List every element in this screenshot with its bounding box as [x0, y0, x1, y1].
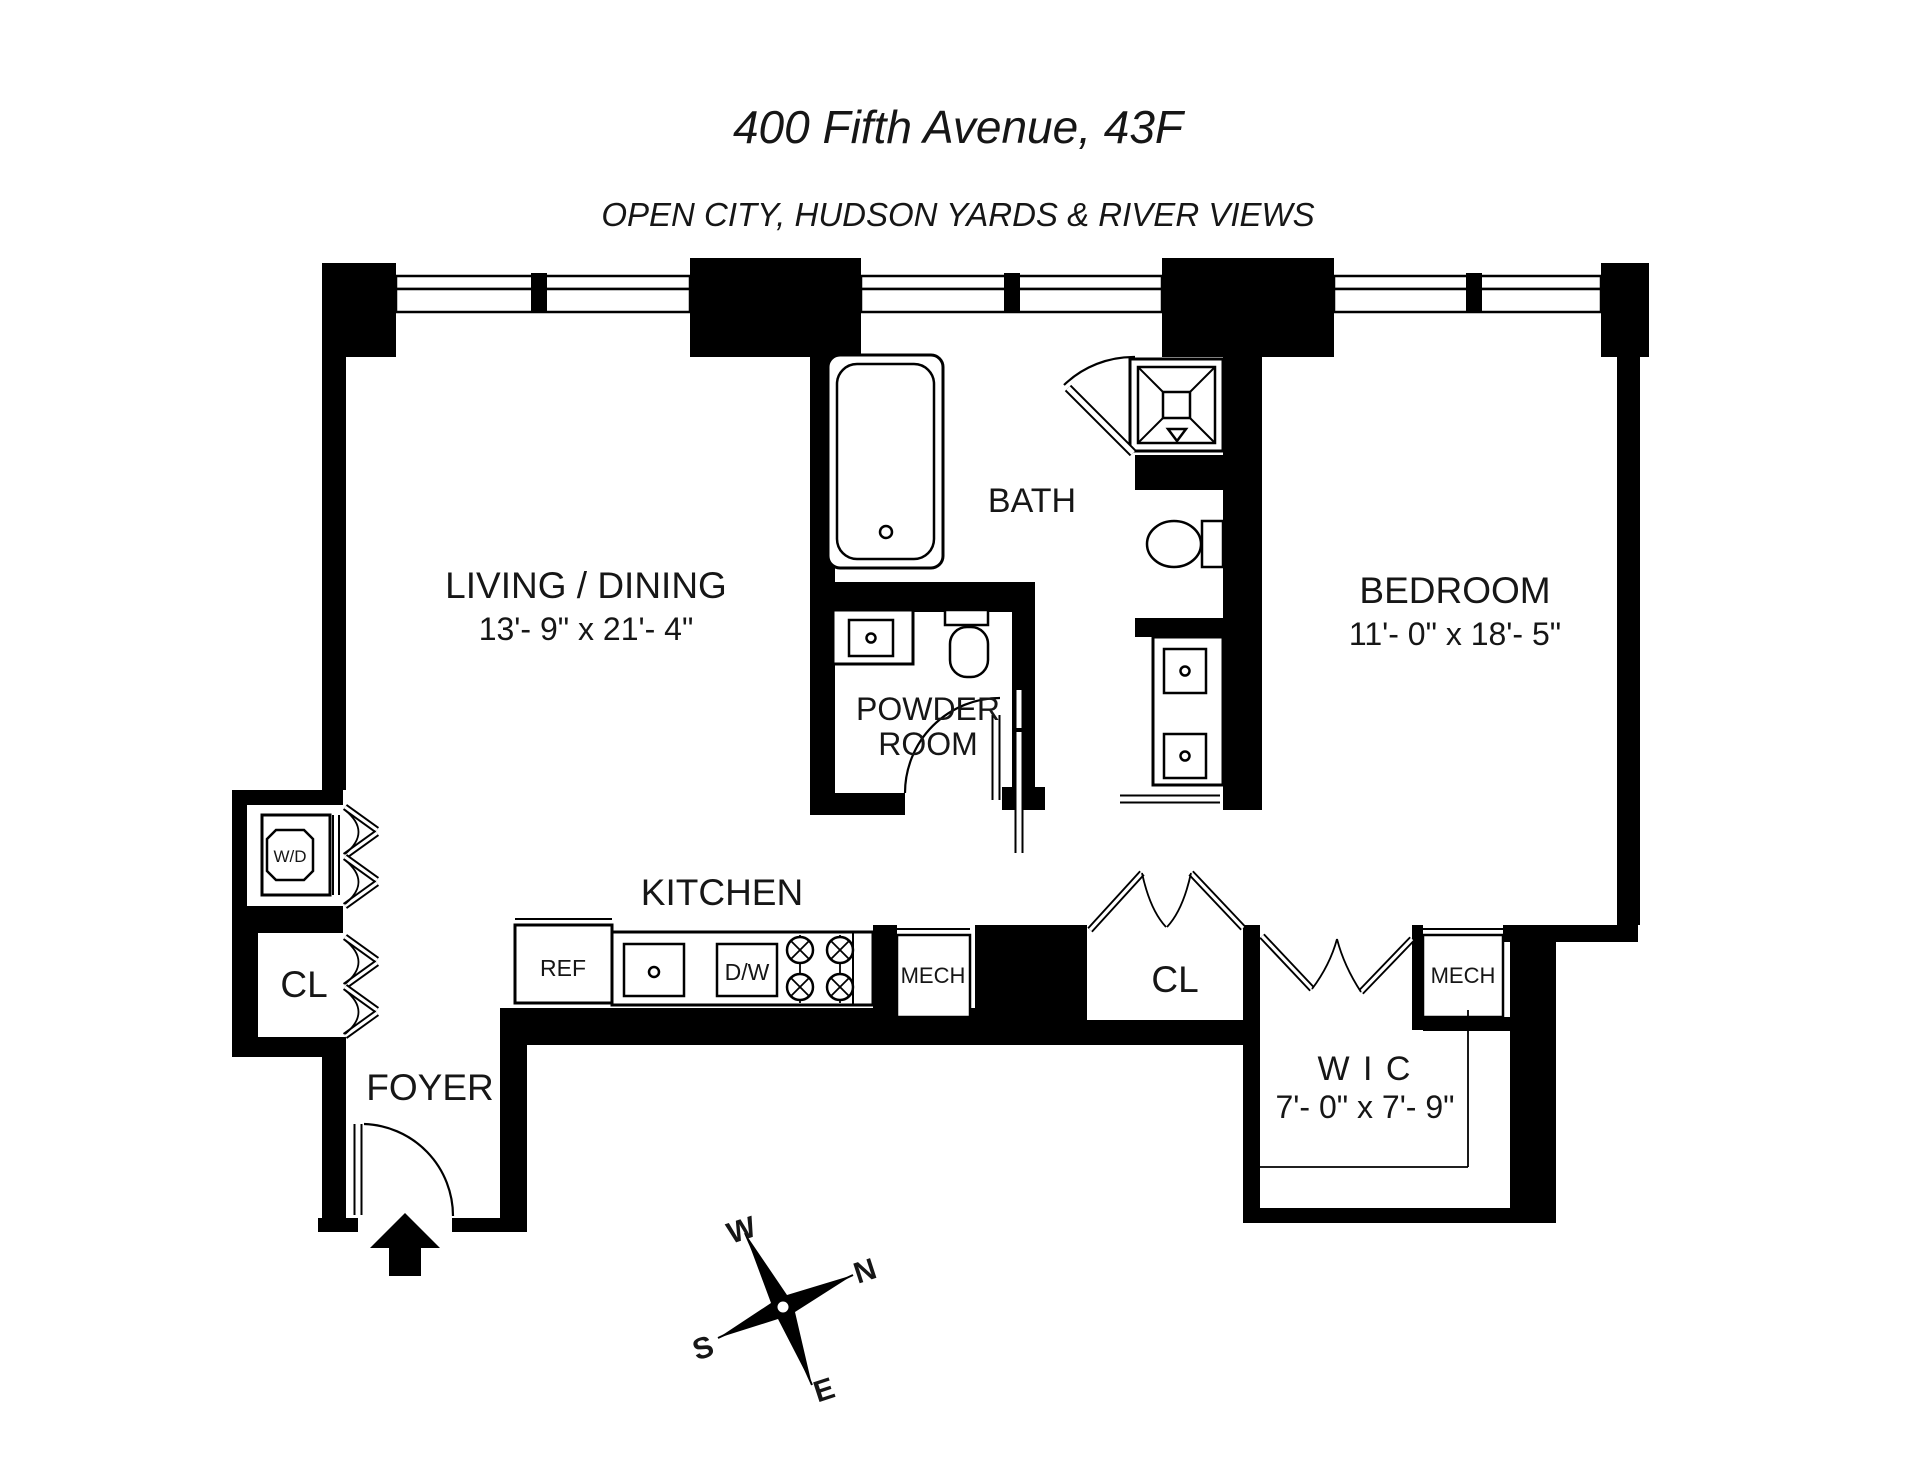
tub-drain	[878, 524, 894, 540]
dishwasher	[715, 942, 779, 998]
powder-toilet	[943, 608, 990, 679]
washer-dryer-unit	[260, 813, 340, 897]
kitchen-label: KITCHEN	[641, 872, 803, 913]
wd-closet-bifold-doors	[342, 804, 380, 909]
bedroom-dims: 11'- 0" x 18'- 5"	[1349, 616, 1561, 652]
burner	[825, 972, 855, 1002]
bath-toilet	[1145, 519, 1225, 569]
page-title: 400 Fifth Avenue, 43F	[733, 101, 1186, 153]
wic-label: W I C	[1318, 1050, 1413, 1088]
foyer-label: FOYER	[366, 1067, 493, 1108]
powder-door-arc	[903, 696, 1001, 794]
stove-burners	[785, 935, 855, 1003]
window-band	[394, 273, 1603, 314]
vanity-sink	[1162, 647, 1208, 695]
compass-west-label: W	[723, 1210, 761, 1250]
living-dining-dims: 13'- 9" x 21'- 4"	[479, 611, 694, 647]
wic-interior-outline	[1260, 1010, 1469, 1168]
washer-dryer-label: W/D	[273, 847, 306, 866]
bedroom-label: BEDROOM	[1359, 570, 1550, 611]
burner	[785, 972, 815, 1002]
kitchen-mech-closet	[895, 928, 972, 1019]
entry-arrow	[370, 1213, 440, 1276]
bath-vanity	[1151, 620, 1225, 787]
page-subtitle: OPEN CITY, HUDSON YARDS & RIVER VIEWS	[601, 196, 1314, 233]
dishwasher-label: D/W	[725, 959, 770, 985]
room-labels: LIVING / DINING 13'- 9" x 21'- 4" BEDROO…	[273, 482, 1561, 1125]
closet-center-label: CL	[1151, 959, 1198, 1000]
window-mullion	[531, 273, 547, 312]
mech-kitchen-label: MECH	[901, 963, 966, 988]
wic-bifold-doors	[1259, 933, 1415, 995]
left-closet-bifold-doors	[342, 934, 380, 1039]
mech-bedroom-label: MECH	[1431, 963, 1496, 988]
refrigerator-label: REF	[540, 955, 586, 981]
bedroom-mech-closet	[1421, 928, 1505, 1019]
powder-sink-counter	[831, 608, 915, 666]
pocket-sliding-panels	[991, 690, 1024, 853]
walls	[232, 258, 1649, 1232]
bathtub	[826, 353, 945, 570]
burner	[825, 935, 855, 965]
closet-left-label: CL	[280, 964, 327, 1005]
center-closet-bifold-doors	[1087, 870, 1246, 933]
shower-stall	[1128, 357, 1225, 453]
bath-door	[1063, 355, 1137, 457]
living-dining-label: LIVING / DINING	[445, 565, 727, 606]
powder-room-label-line1: POWDER	[856, 691, 1000, 727]
window-mullion	[1466, 273, 1482, 312]
compass-east-label: E	[810, 1372, 839, 1410]
compass-south-label: S	[689, 1330, 718, 1368]
bath-label: BATH	[988, 482, 1076, 520]
compass-north-label: N	[850, 1252, 881, 1290]
entry-door	[353, 1122, 455, 1217]
window-mullion	[1004, 273, 1020, 312]
burner	[785, 935, 815, 965]
compass-center	[777, 1301, 789, 1313]
compass-rose: W N S E	[689, 1210, 881, 1409]
shower-drain	[1161, 390, 1192, 420]
wic-dims: 7'- 0" x 7'- 9"	[1276, 1089, 1455, 1125]
powder-room-label-line2: ROOM	[878, 726, 978, 762]
